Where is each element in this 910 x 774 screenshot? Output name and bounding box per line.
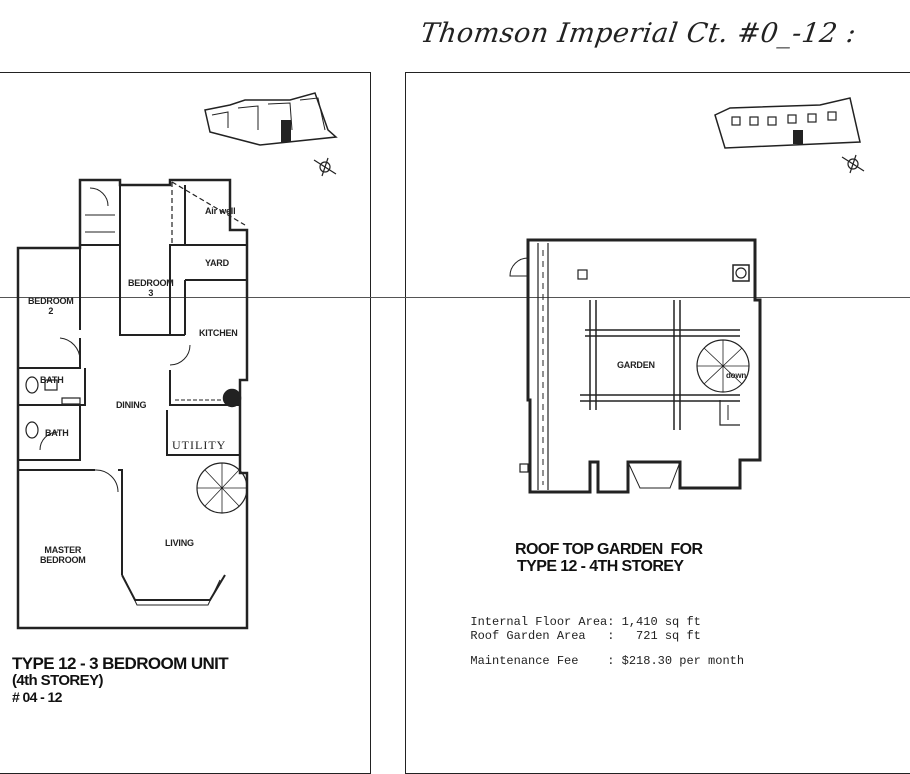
spec-maintenance-fee: Maintenance Fee : $218.30 per month xyxy=(456,640,744,668)
spec-value: 721 sq ft xyxy=(621,629,701,643)
handwritten-note: Thomson Imperial Ct. #0_-12 : xyxy=(418,18,859,49)
left-plan-title: TYPE 12 - 3 BEDROOM UNIT (4th STOREY) # … xyxy=(12,654,229,706)
room-label-bedroom-3: BEDROOM 3 xyxy=(128,278,174,298)
spec-internal-floor-area: Internal Floor Area: 1,410 sq ft xyxy=(456,601,701,629)
right-plan-title: ROOF TOP GARDEN FOR TYPE 12 - 4TH STOREY xyxy=(515,541,703,575)
room-label-yard: YARD xyxy=(205,258,229,268)
room-label-living: LIVING xyxy=(165,538,194,548)
spec-roof-garden-area: Roof Garden Area : 721 sq ft xyxy=(456,615,701,643)
left-title-line-3: # 04 - 12 xyxy=(12,689,62,705)
room-label-bedroom-2: BEDROOM 2 xyxy=(28,296,74,316)
room-label-garden: GARDEN xyxy=(617,360,655,370)
right-roof-plan xyxy=(509,97,865,494)
spec-value: $218.30 per month xyxy=(621,654,745,668)
right-title-line-1: ROOF TOP GARDEN FOR xyxy=(515,541,703,558)
left-title-line-2: (4th STOREY) xyxy=(12,672,103,689)
room-label-dining: DINING xyxy=(116,400,147,410)
room-label-kitchen: KITCHEN xyxy=(199,328,238,338)
left-floor-plan xyxy=(16,92,338,630)
right-title-line-2: TYPE 12 - 4TH STOREY xyxy=(517,558,684,575)
spec-label: Maintenance Fee : xyxy=(470,654,615,668)
stair-label-down: down xyxy=(726,371,747,380)
room-label-master-bedroom: MASTER BEDROOM xyxy=(40,545,86,565)
room-label-air-well: Air well xyxy=(205,206,236,216)
left-title-line-1: TYPE 12 - 3 BEDROOM UNIT xyxy=(12,654,229,673)
spec-label: Roof Garden Area : xyxy=(470,629,615,643)
scan-line xyxy=(0,297,910,298)
room-label-bath-2: BATH xyxy=(45,428,69,438)
room-label-bath-1: BATH xyxy=(40,375,64,385)
room-label-utility: UTILITY xyxy=(172,438,227,452)
spec-value: 1,410 sq ft xyxy=(621,615,701,629)
spec-label: Internal Floor Area: xyxy=(470,615,615,629)
